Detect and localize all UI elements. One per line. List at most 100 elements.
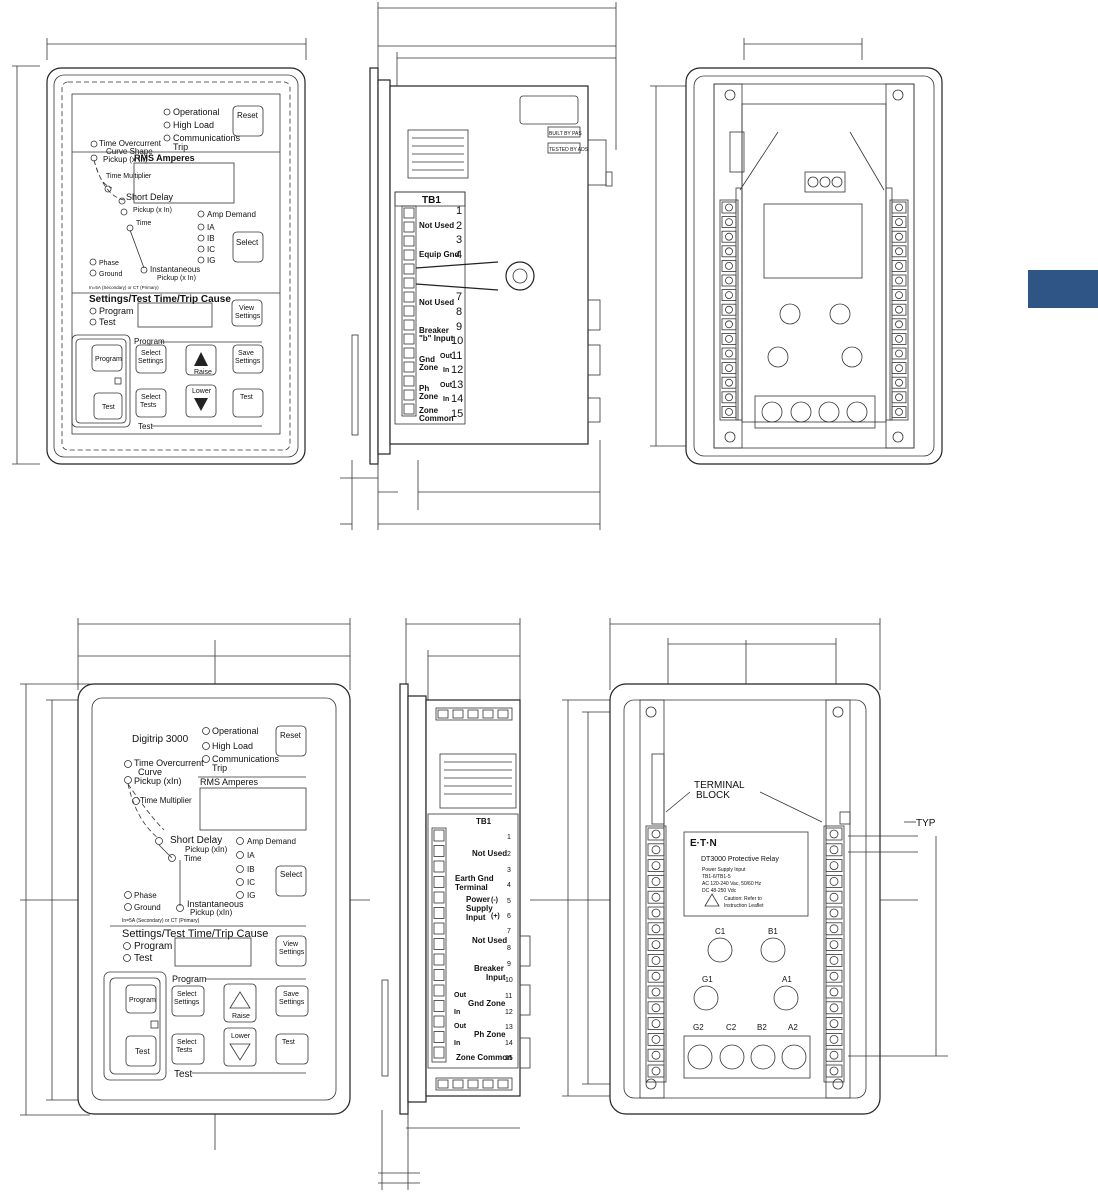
caution-2: Instruction Leaflet [724, 903, 764, 909]
terminal-screw [829, 845, 839, 855]
terminal-cell [647, 827, 665, 841]
in-b1: In [454, 1009, 460, 1016]
in-b2: In [454, 1040, 460, 1047]
not-used-label-1: Not Used [419, 221, 454, 230]
terminal-cell [647, 1017, 665, 1030]
tb1b-num-11: 11 [505, 993, 512, 1000]
terminal-cell [825, 1048, 843, 1062]
terminal-cell [721, 303, 737, 316]
terminal-cell [647, 922, 665, 936]
program-led-label-2: Program [134, 941, 172, 952]
test-button-2: Test [240, 394, 253, 401]
terminal-cell [433, 876, 445, 888]
select-settings-2b: Settings [174, 999, 200, 1006]
terminal-cell [891, 216, 907, 229]
terminal-cell [647, 890, 665, 904]
time-multiplier-label-2: Time Multiplier [140, 796, 192, 805]
tb1-num-9: 9 [456, 321, 462, 333]
raise-label-2: Raise [232, 1013, 250, 1020]
pickup-label: Pickup (x In) [103, 155, 148, 164]
tb1-num-8: 8 [456, 306, 462, 318]
tb1-num-12: 12 [451, 364, 463, 376]
terminal-cell [403, 361, 415, 373]
terminal-cell [825, 969, 843, 983]
terminal-screw [651, 1050, 661, 1060]
led-communications: Communications [173, 133, 241, 143]
phase-label: Phase [99, 260, 119, 267]
terminal-cell [647, 1033, 665, 1046]
tb1b-num-10: 10 [505, 977, 513, 984]
terminal-cell [647, 859, 665, 872]
terminal-screw [829, 908, 839, 918]
tb1-num-7: 7 [456, 291, 462, 303]
phase-label-2: Phase [134, 891, 157, 900]
tb1-num-2: 2 [456, 220, 462, 232]
terminal-screw [829, 956, 839, 965]
note-label: In=5A (Secondary) or CT (Primary) [89, 285, 159, 290]
lower-label-2: Lower [231, 1033, 251, 1040]
terminal-cell [433, 829, 445, 842]
terminal-screw [725, 378, 733, 387]
tb1b-num-8: 8 [507, 945, 511, 952]
lower-label: Lower [192, 388, 212, 395]
terminal-screw [895, 393, 903, 402]
out-label-1: Out [440, 353, 453, 360]
terminal-cell [721, 245, 737, 258]
program-button: Program [95, 356, 122, 363]
terminal-screw [829, 1035, 839, 1044]
section-tab [1028, 270, 1098, 308]
raise-label: Raise [194, 369, 212, 376]
terminal-cell [403, 305, 415, 317]
time-label-2: Time [184, 854, 202, 863]
terminal-cell [647, 1001, 665, 1015]
terminal-screw [725, 261, 733, 270]
ph-zone-1: Ph [419, 384, 429, 393]
tb1-label-2: TB1 [476, 817, 492, 826]
terminal-screw [829, 971, 839, 981]
gnd-zone-2: Zone [419, 363, 439, 372]
terminal-cell [891, 230, 907, 243]
ia-label: IA [207, 223, 215, 232]
zone-common-2: Common [419, 414, 454, 423]
terminal-cell [497, 1079, 509, 1089]
side-bottom-terminals [435, 1077, 513, 1091]
in-label-2: In [443, 396, 449, 403]
terminal-cell [403, 207, 415, 219]
program-section-label-2: Program [172, 974, 207, 984]
tb1-num-14: 14 [451, 393, 463, 405]
select-settings-2: Settings [138, 358, 164, 365]
power-1: Power [466, 895, 490, 904]
tb1b-num-1: 1 [507, 834, 511, 841]
terminal-screw [725, 407, 733, 416]
test-button-3: Test [135, 1047, 150, 1056]
terminal-cell [721, 405, 737, 418]
rms-amperes-label-2: RMS Amperes [200, 777, 259, 787]
ig-label-2: IG [247, 891, 255, 900]
terminal-cell [825, 1064, 843, 1078]
terminal-cell [891, 201, 907, 214]
earth-gnd-1: Earth Gnd [455, 874, 494, 883]
terminal-cell [482, 1079, 494, 1089]
short-pickup-label: Pickup (x In) [133, 207, 172, 214]
terminal-cell [403, 333, 415, 345]
terminal-cell [433, 1000, 445, 1012]
bottom-rear-posts [645, 825, 845, 1083]
terminal-cell [721, 376, 737, 389]
ct-label-c1: C1 [715, 927, 726, 936]
terminal-cell [825, 875, 843, 888]
terminal-screw [725, 334, 733, 343]
terminal-cell [891, 332, 907, 345]
terminal-cell [403, 319, 415, 331]
select-settings-2a: Select [177, 991, 197, 998]
tb1b-num-5: 5 [507, 898, 511, 905]
terminal-screw [895, 364, 903, 373]
tb1-num-4: 4 [456, 249, 462, 261]
power-info-1: Power Supply Input [702, 867, 746, 873]
select-button: Select [236, 238, 259, 247]
terminal-screw [725, 364, 733, 373]
terminal-cell [647, 1064, 665, 1078]
terminal-screw [725, 291, 733, 300]
select-button-2: Select [280, 870, 303, 879]
terminal-cell [825, 1001, 843, 1015]
